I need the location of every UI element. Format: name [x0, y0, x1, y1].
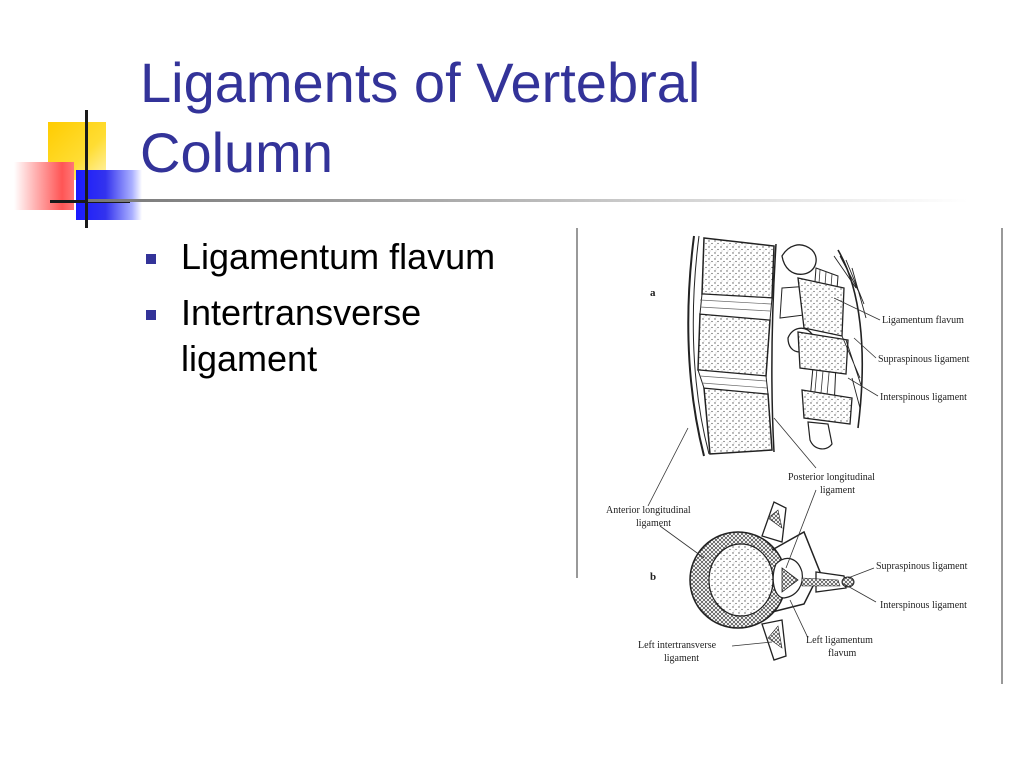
label-left-ligamentum-flavum-2: flavum — [828, 648, 857, 659]
anatomy-drawing: a b Ligamentum flavum Supraspinous ligam… — [576, 228, 1003, 684]
label-left-intertransverse-1: Left intertransverse — [638, 640, 717, 651]
label-left-intertransverse-2: ligament — [664, 653, 699, 664]
panel-b-transverse-section — [689, 501, 855, 661]
slide-title: Ligaments of Vertebral Column — [140, 51, 701, 184]
title-divider — [88, 199, 968, 202]
label-posterior-longitudinal-1: Posterior longitudinal — [788, 472, 875, 483]
label-anterior-longitudinal-1: Anterior longitudinal — [606, 505, 691, 516]
panel-a-letter: a — [650, 287, 656, 299]
bullet-item: Ligamentum flavum — [146, 234, 566, 280]
label-anterior-longitudinal-2: ligament — [636, 518, 671, 529]
label-a-supraspinous: Supraspinous ligament — [878, 354, 970, 365]
bullet-list: Ligamentum flavum Intertransverse ligame… — [146, 234, 566, 392]
decorative-corner-squares — [0, 100, 142, 230]
vertical-crosshair-line — [85, 110, 88, 228]
bullet-item: Intertransverse ligament — [146, 290, 566, 382]
label-a-interspinous: Interspinous ligament — [880, 392, 967, 403]
bullet-text: Ligamentum flavum — [181, 236, 496, 277]
label-left-ligamentum-flavum-1: Left ligamentum — [806, 635, 873, 646]
label-posterior-longitudinal-2: ligament — [820, 485, 855, 496]
bullet-text: Intertransverse ligament — [181, 292, 422, 379]
square-bullet-icon — [146, 254, 156, 264]
vertebral-ligaments-illustration: a b Ligamentum flavum Supraspinous ligam… — [576, 228, 1004, 684]
label-a-ligamentum-flavum: Ligamentum flavum — [882, 315, 964, 326]
panel-a-sagittal-section — [687, 235, 867, 457]
panel-b-letter: b — [650, 571, 656, 583]
label-b-supraspinous: Supraspinous ligament — [876, 561, 968, 572]
leader-lines — [647, 297, 881, 647]
square-bullet-icon — [146, 310, 156, 320]
label-b-interspinous: Interspinous ligament — [880, 600, 967, 611]
